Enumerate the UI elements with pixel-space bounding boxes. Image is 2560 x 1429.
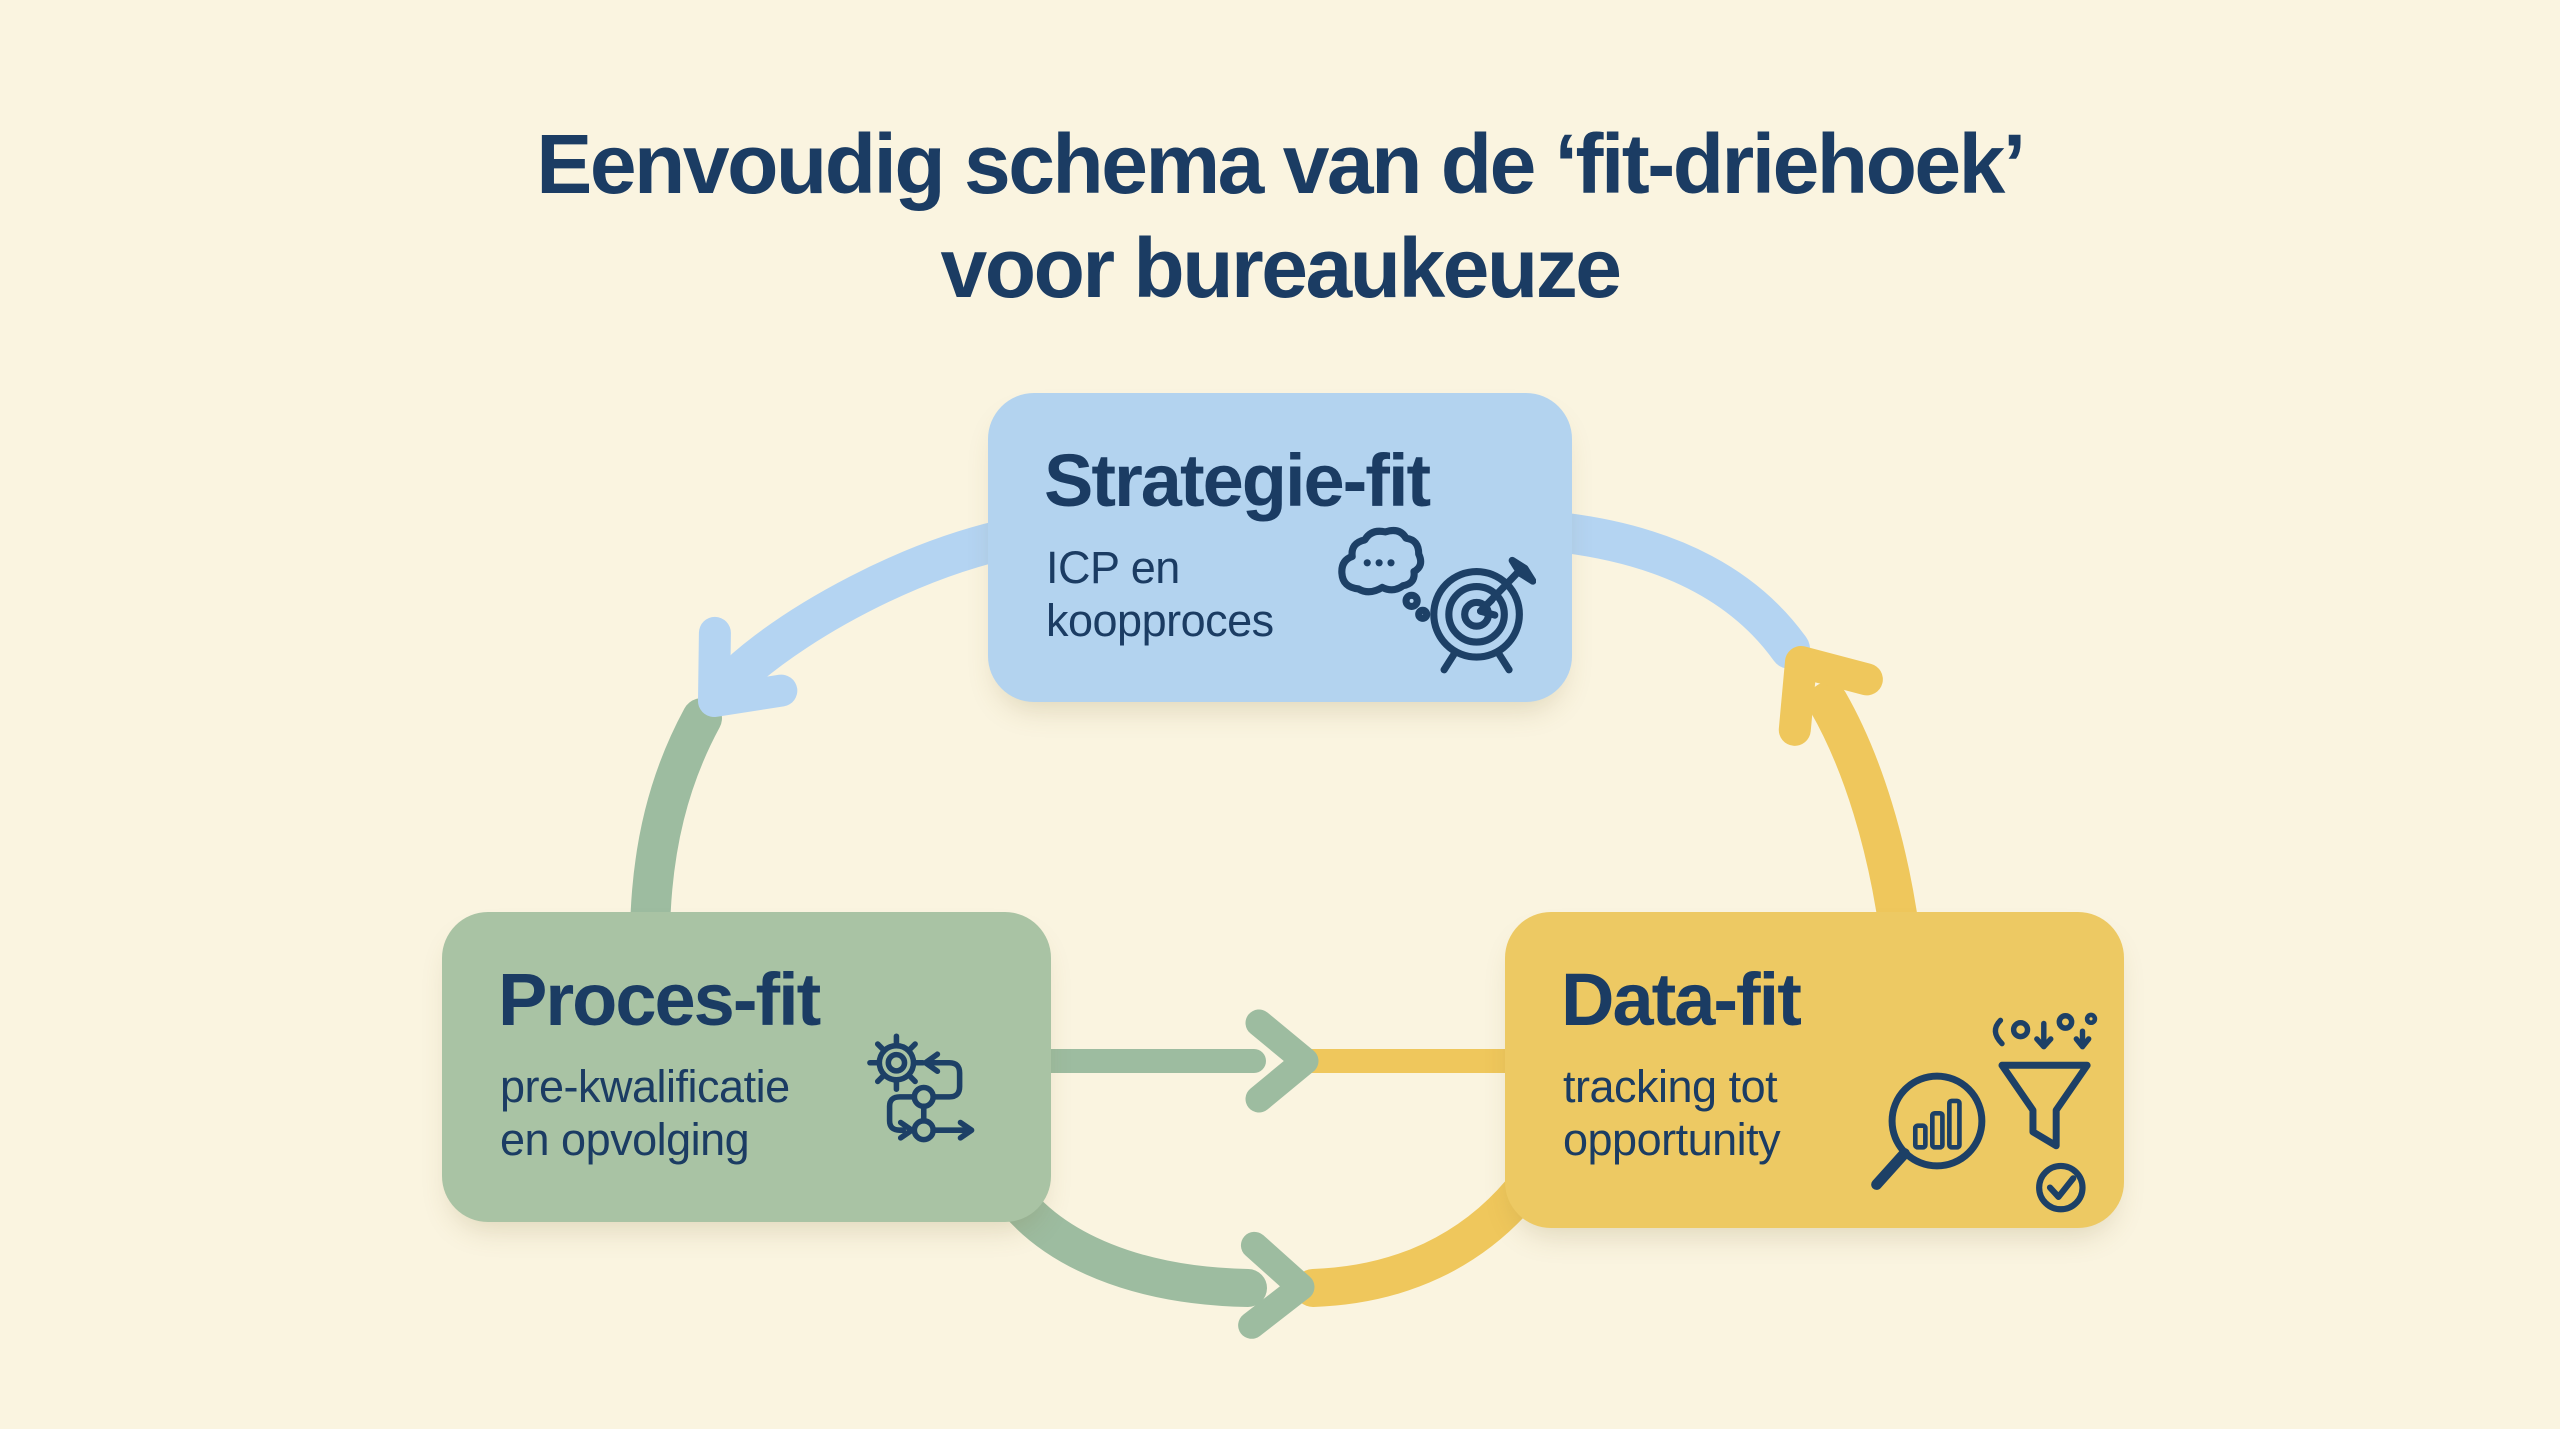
- desc-line: opportunity: [1563, 1114, 1781, 1165]
- arc-proces-to-data-bottom-left: [989, 1171, 1267, 1307]
- thought-target-icon: [1338, 526, 1536, 674]
- magnifier-funnel-check-icon: [1871, 1012, 2098, 1213]
- arc-strategie-to-proces-lower: [630, 698, 722, 955]
- page-title-line-1: Eenvoudig schema van de ‘fit-driehoek’: [536, 117, 2026, 211]
- node-strategie-fit-title: Strategie-fit: [1044, 439, 1431, 522]
- desc-line: pre-kwalificatie: [500, 1061, 790, 1112]
- arrowhead-proces-to-data-bottom-icon: [1238, 1231, 1315, 1339]
- desc-line: en opvolging: [500, 1114, 750, 1165]
- desc-line: koopproces: [1046, 595, 1274, 646]
- arc-data-to-strategie-upper: [1546, 513, 1810, 669]
- desc-line: ICP en: [1046, 542, 1180, 593]
- node-data-fit-title: Data-fit: [1561, 958, 1802, 1041]
- node-proces-fit-title: Proces-fit: [498, 958, 821, 1041]
- arc-data-to-strategie-lower: [1808, 682, 1920, 955]
- arrowhead-data-to-strategie-icon: [1778, 646, 1883, 746]
- arrowhead-proces-to-data-icon: [1245, 1009, 1319, 1113]
- arc-strategie-to-proces-upper: [725, 520, 1022, 689]
- desc-line: tracking tot: [1563, 1061, 1778, 1112]
- arc-proces-to-data-bottom-right: [1294, 1173, 1540, 1307]
- arrowhead-strategie-to-proces-icon: [698, 616, 798, 717]
- page-title-line-2: voor bureaukeuze: [940, 221, 1622, 315]
- gear-flowchart-icon: [867, 1033, 975, 1143]
- page-title: Eenvoudig schema van de ‘fit-driehoek’ vo…: [0, 112, 2560, 320]
